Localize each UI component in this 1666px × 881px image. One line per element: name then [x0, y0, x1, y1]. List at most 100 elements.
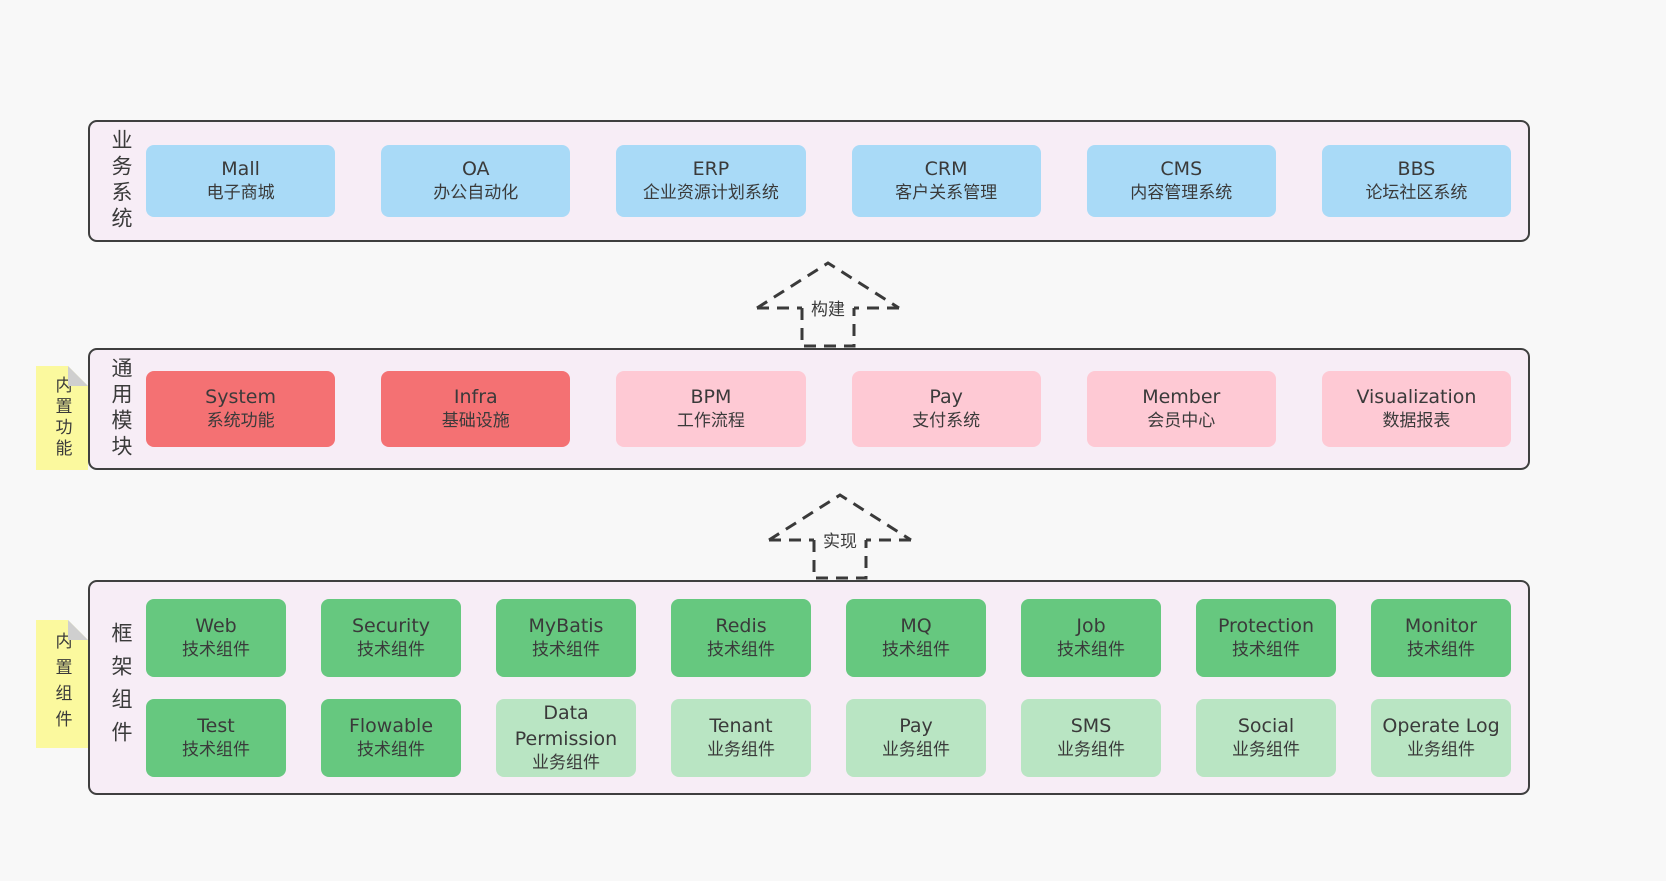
box-data-permission: Data Permission 业务组件	[496, 698, 636, 777]
box-subtitle: 企业资源计划系统	[642, 183, 779, 204]
box-subtitle: 电子商城	[206, 183, 275, 204]
arrow-label: 构建	[808, 300, 848, 320]
up-arrow-icon	[768, 493, 912, 580]
box-title: Pay	[929, 386, 963, 409]
box-title: BBS	[1397, 158, 1436, 181]
box-subtitle: 系统功能	[206, 411, 275, 432]
box-subtitle: 技术组件	[1407, 639, 1475, 660]
box-title: MyBatis	[528, 614, 604, 637]
panel-title-vertical: 业务系统	[109, 129, 133, 233]
panel-title-vertical: 通用模块	[109, 357, 133, 461]
box-title: Visualization	[1356, 386, 1477, 409]
sticky-note-label: 内置组件	[51, 632, 72, 736]
box-subtitle: 业务组件	[1232, 739, 1300, 760]
box-title: Data Permission	[514, 701, 618, 750]
box-subtitle: 技术组件	[182, 739, 250, 760]
box-title: Social	[1237, 714, 1295, 737]
box-title: System	[205, 386, 277, 409]
dashed-up-arrow-implement: 实现	[765, 486, 915, 581]
box-title: CRM	[924, 158, 968, 181]
box-title: Pay	[899, 714, 933, 737]
box-subtitle: 数据报表	[1382, 411, 1451, 432]
box-title: Protection	[1217, 614, 1315, 637]
box-title: Tenant	[709, 714, 773, 737]
box-subtitle: 技术组件	[882, 639, 950, 660]
box-title: Flowable	[348, 714, 434, 737]
box-subtitle: 支付系统	[912, 411, 981, 432]
box-subtitle: 基础设施	[441, 411, 510, 432]
arrow-label: 实现	[820, 532, 860, 552]
box-subtitle: 技术组件	[707, 639, 775, 660]
box-title: OA	[461, 158, 490, 181]
box-subtitle: 技术组件	[1057, 639, 1125, 660]
box-subtitle: 技术组件	[532, 639, 600, 660]
box-title: SMS	[1070, 714, 1112, 737]
box-subtitle: 客户关系管理	[895, 183, 998, 204]
box-subtitle: 业务组件	[532, 753, 600, 773]
box-subtitle: 工作流程	[676, 411, 745, 432]
box-subtitle: 业务组件	[1407, 739, 1475, 760]
box-subtitle: 会员中心	[1147, 411, 1216, 432]
box-subtitle: 业务组件	[707, 739, 775, 760]
box-title: CMS	[1160, 158, 1203, 181]
box-subtitle: 技术组件	[357, 739, 425, 760]
box-subtitle: 业务组件	[1057, 739, 1125, 760]
box-title: Operate Log	[1382, 714, 1500, 737]
box-title: Test	[197, 714, 235, 737]
box-title: Infra	[453, 386, 498, 409]
box-subtitle: 技术组件	[357, 639, 425, 660]
box-title: MQ	[900, 614, 932, 637]
box-subtitle: 业务组件	[882, 739, 950, 760]
panel-title-vertical: 框架组件	[109, 621, 133, 754]
box-title: BPM	[690, 386, 732, 409]
box-subtitle: 技术组件	[1232, 639, 1300, 660]
box-title: Monitor	[1404, 614, 1478, 637]
box-title: ERP	[692, 158, 730, 181]
box-subtitle: 内容管理系统	[1130, 183, 1233, 204]
sticky-note-builtin-components: 内置组件	[36, 620, 88, 748]
up-arrow-icon	[756, 261, 900, 348]
box-subtitle: 办公自动化	[433, 183, 519, 204]
box-title: Security	[351, 614, 431, 637]
box-title: Web	[195, 614, 237, 637]
box-title: Redis	[715, 614, 767, 637]
box-title: Member	[1142, 386, 1221, 409]
sticky-note-label: 内置功能	[51, 376, 72, 460]
box-title: Job	[1076, 614, 1106, 637]
box-title: Mall	[221, 158, 260, 181]
